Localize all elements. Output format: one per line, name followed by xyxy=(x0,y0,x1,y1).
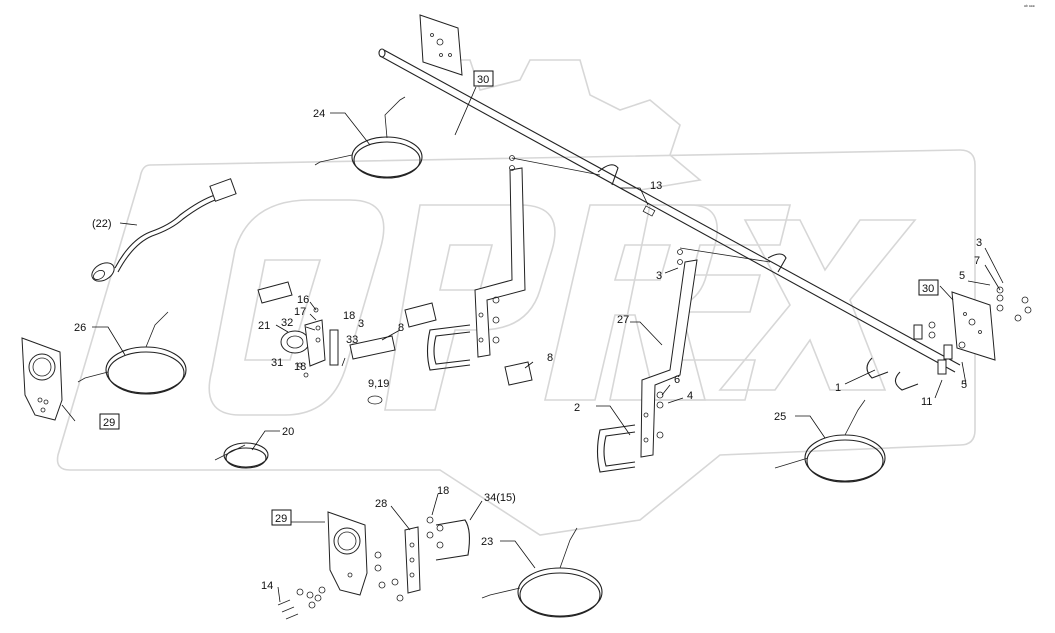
label-24: 24 xyxy=(313,108,325,120)
watermark-letter-e xyxy=(609,204,792,401)
u-bolt-mid-left xyxy=(426,324,471,371)
watermark-letter-r xyxy=(543,204,719,401)
label-5-b: 5 xyxy=(961,379,967,391)
box-30-right xyxy=(918,279,939,296)
label-11: 11 xyxy=(921,396,932,408)
lamp-lower xyxy=(296,511,386,609)
bracket-left xyxy=(474,155,526,358)
label-25: 25 xyxy=(774,411,786,423)
bracket-right xyxy=(640,249,698,458)
label-28: 28 xyxy=(375,498,387,510)
label-21: 21 xyxy=(258,320,270,332)
label-29-lower: 29 xyxy=(275,513,287,525)
cable-coil-26 xyxy=(77,311,187,395)
cable-coil-20 xyxy=(214,442,269,469)
label-8-b: 8 xyxy=(547,352,553,364)
label-27: 27 xyxy=(617,314,629,326)
label-26: 26 xyxy=(74,322,86,334)
box-30-top xyxy=(473,70,494,87)
label-14: 14 xyxy=(261,580,273,592)
label-18-c: 18 xyxy=(437,485,449,497)
corner-mark: ᵃᵇ ᵉᵉᵉ xyxy=(1024,4,1035,10)
label-18-a: 18 xyxy=(343,310,355,322)
label-6: 6 xyxy=(674,374,680,386)
label-20: 20 xyxy=(282,426,294,438)
label-3-b: 3 xyxy=(656,270,662,282)
label-1: 1 xyxy=(835,382,841,394)
label-2: 2 xyxy=(574,402,580,414)
label-13: 13 xyxy=(650,180,662,192)
cable-coil-24 xyxy=(314,96,423,179)
label-30-top: 30 xyxy=(477,74,489,86)
label-17: 17 xyxy=(294,306,306,318)
label-33: 33 xyxy=(346,334,358,346)
label-5-a: 5 xyxy=(959,270,965,282)
label-30-right: 30 xyxy=(922,283,934,295)
right-end-assembly xyxy=(866,286,1032,391)
box-29-lower xyxy=(271,509,292,526)
watermark-outline xyxy=(56,149,976,536)
cable-coil-25 xyxy=(774,399,886,483)
label-31: 31 xyxy=(271,357,283,369)
bracket-lower xyxy=(391,516,471,602)
label-32: 32 xyxy=(281,317,293,329)
bolts-14 xyxy=(277,599,299,620)
top-mounting-plate xyxy=(419,14,463,76)
label-29-left: 29 xyxy=(103,417,115,429)
part-number-labels: 13 24 (22) 26 29 29 30 30 16 17 32 21 18… xyxy=(74,4,1035,592)
beam-u-bolts xyxy=(511,157,787,273)
label-34-15: 34(15) xyxy=(484,492,516,504)
label-8-a: 8 xyxy=(398,322,404,334)
label-22: (22) xyxy=(92,218,112,230)
u-bolt-2 xyxy=(596,424,636,473)
boxed-labels xyxy=(99,70,939,526)
plug-cable-22 xyxy=(91,178,237,282)
socket-assembly xyxy=(280,307,339,378)
label-3-a: 3 xyxy=(358,318,364,330)
watermark-letter-x xyxy=(718,219,917,391)
box-29-left xyxy=(99,413,120,430)
leader-lines xyxy=(61,86,1004,603)
label-23: 23 xyxy=(481,536,493,548)
label-7: 7 xyxy=(974,255,980,267)
label-3-c: 3 xyxy=(976,237,982,249)
cable-coil-23 xyxy=(481,527,603,618)
label-18-b: 18 xyxy=(294,361,306,373)
cable-tie xyxy=(367,395,383,405)
label-16: 16 xyxy=(297,294,309,306)
main-crossbar-beam xyxy=(378,48,961,373)
lamp-upper-left xyxy=(21,337,63,421)
watermark-letter-o xyxy=(208,199,385,416)
label-9-19: 9,19 xyxy=(368,378,389,390)
label-4: 4 xyxy=(687,390,693,402)
watermark-gear xyxy=(430,59,702,191)
